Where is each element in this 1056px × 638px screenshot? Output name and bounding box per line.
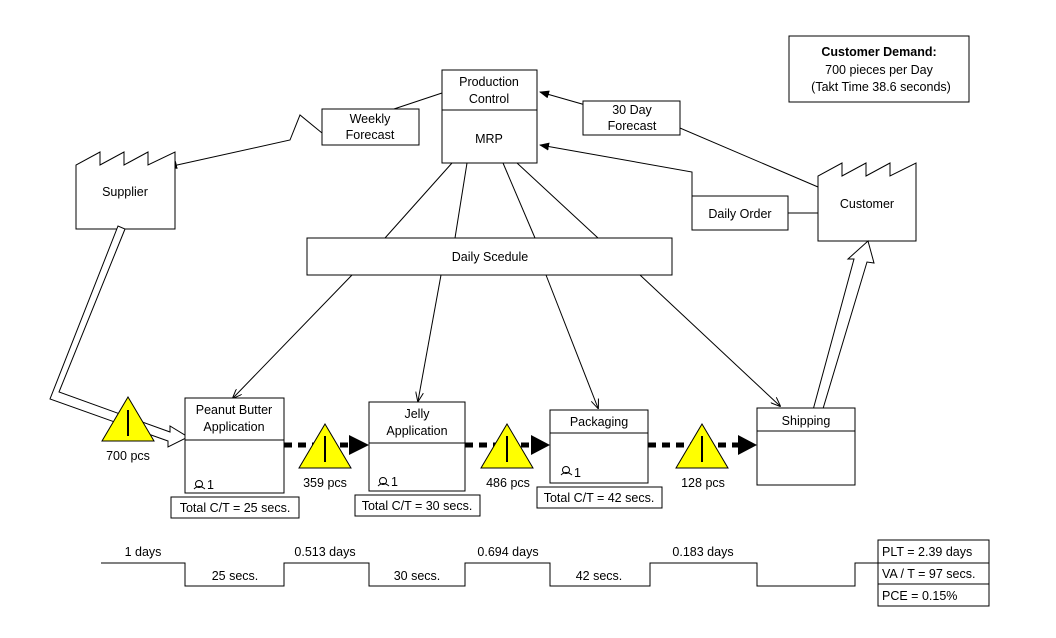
inventory-qty: 128 pcs xyxy=(681,476,725,490)
inventory-qty: 486 pcs xyxy=(486,476,530,490)
ct-box-peanut-butter: Total C/T = 25 secs. xyxy=(170,496,300,519)
operator-count: 1 xyxy=(391,475,398,489)
process-time-2: 30 secs. xyxy=(394,569,441,583)
process-name-line2: Application xyxy=(203,420,264,434)
daily-schedule-box: Daily Scedule xyxy=(306,237,673,276)
thirty-day-forecast-line2: Forecast xyxy=(608,119,657,133)
customer-label: Customer xyxy=(840,197,894,211)
process-shipping: Shipping xyxy=(756,407,856,486)
customer-demand-title: Customer Demand: xyxy=(821,45,936,59)
weekly-forecast-line1: Weekly xyxy=(350,112,392,126)
production-control-title-2: Control xyxy=(469,92,509,106)
schedule-to-process-arrows xyxy=(233,274,780,408)
process-name-line1: Shipping xyxy=(782,414,831,428)
customer-demand-line1: 700 pieces per Day xyxy=(825,63,933,77)
process-jelly: Jelly Application 1 xyxy=(368,401,466,492)
va-t-value: VA / T = 97 secs. xyxy=(882,567,975,581)
inventory-qty: 700 pcs xyxy=(106,449,150,463)
supplier-label: Supplier xyxy=(102,185,148,199)
inventory-triangle-3: 486 pcs xyxy=(480,423,534,490)
supplier-shipment-arrow xyxy=(49,225,190,448)
thirty-day-forecast-line1: 30 Day xyxy=(612,103,652,117)
inventory-qty: 359 pcs xyxy=(303,476,347,490)
process-name-line1: Packaging xyxy=(570,415,628,429)
process-packaging: Packaging 1 xyxy=(549,409,649,484)
wait-time-3: 0.694 days xyxy=(477,545,538,559)
wait-time-4: 0.183 days xyxy=(672,545,733,559)
daily-order-box: Daily Order xyxy=(691,195,789,231)
operator-icon xyxy=(560,466,573,476)
customer-factory: Customer xyxy=(817,162,917,242)
inventory-triangle-4: 128 pcs xyxy=(675,423,729,490)
process-name-line1: Peanut Butter xyxy=(196,403,272,417)
supplier-factory: Supplier xyxy=(75,151,176,230)
operator-icon xyxy=(377,477,390,487)
pc-to-schedule-lines xyxy=(384,162,599,239)
wait-time-1: 1 days xyxy=(125,545,162,559)
operator-icon xyxy=(193,480,206,490)
pce-value: PCE = 0.15% xyxy=(882,589,957,603)
customer-demand-line2: (Takt Time 38.6 seconds) xyxy=(811,80,951,94)
cycle-time: Total C/T = 25 secs. xyxy=(180,501,291,515)
mrp-label: MRP xyxy=(475,132,503,146)
ct-box-jelly: Total C/T = 30 secs. xyxy=(354,494,481,517)
operator-count: 1 xyxy=(574,466,581,480)
inventory-triangle-1: 700 pcs xyxy=(101,396,155,463)
cycle-time: Total C/T = 42 secs. xyxy=(544,491,655,505)
weekly-forecast-box: Weekly Forecast xyxy=(321,108,420,146)
inventory-triangle-2: 359 pcs xyxy=(298,423,352,490)
process-peanut-butter: Peanut Butter Application 1 xyxy=(184,397,285,494)
daily-order-label: Daily Order xyxy=(708,207,771,221)
customer-shipment-arrow xyxy=(812,240,875,413)
thirty-day-forecast-box: 30 Day Forecast xyxy=(582,100,681,136)
operator-count: 1 xyxy=(207,478,214,492)
process-name-line1: Jelly xyxy=(404,407,430,421)
customer-demand-box: Customer Demand: 700 pieces per Day (Tak… xyxy=(788,35,970,103)
production-control-box: Production Control MRP xyxy=(441,69,538,164)
ct-box-packaging: Total C/T = 42 secs. xyxy=(536,486,663,509)
summary-box: PLT = 2.39 days VA / T = 97 secs. PCE = … xyxy=(877,539,990,607)
production-control-title-1: Production xyxy=(459,75,519,89)
timeline-labels: 1 days 0.513 days 0.694 days 0.183 days … xyxy=(125,545,734,583)
plt-value: PLT = 2.39 days xyxy=(882,545,972,559)
daily-schedule-label: Daily Scedule xyxy=(452,250,528,264)
process-time-3: 42 secs. xyxy=(576,569,623,583)
process-time-1: 25 secs. xyxy=(212,569,259,583)
weekly-forecast-line2: Forecast xyxy=(346,128,395,142)
process-name-line2: Application xyxy=(386,424,447,438)
wait-time-2: 0.513 days xyxy=(294,545,355,559)
cycle-time: Total C/T = 30 secs. xyxy=(362,499,473,513)
timeline-line xyxy=(101,562,878,587)
